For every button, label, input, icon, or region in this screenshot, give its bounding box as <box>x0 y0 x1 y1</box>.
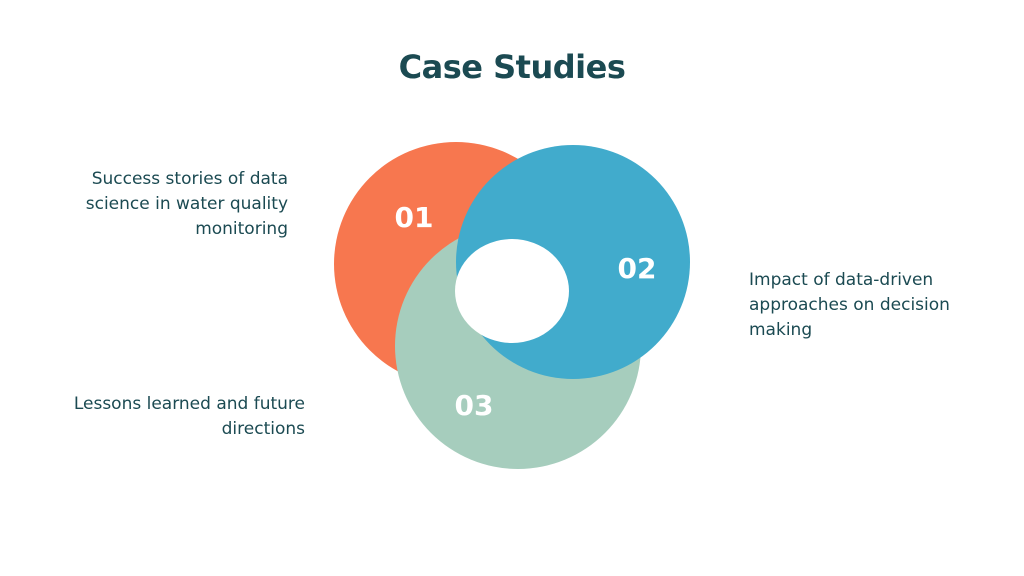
item-number-01: 01 <box>395 201 434 234</box>
item-description-01: Success stories of data science in water… <box>85 169 288 239</box>
item-number-03: 03 <box>455 389 494 422</box>
item-description-03: Lessons learned and future directions <box>73 394 305 439</box>
segment-02-shape <box>456 145 690 379</box>
item-description-02: Impact of data-driven approaches on deci… <box>749 270 950 340</box>
item-number-02: 02 <box>618 252 657 285</box>
page-title: Case Studies <box>398 48 626 86</box>
